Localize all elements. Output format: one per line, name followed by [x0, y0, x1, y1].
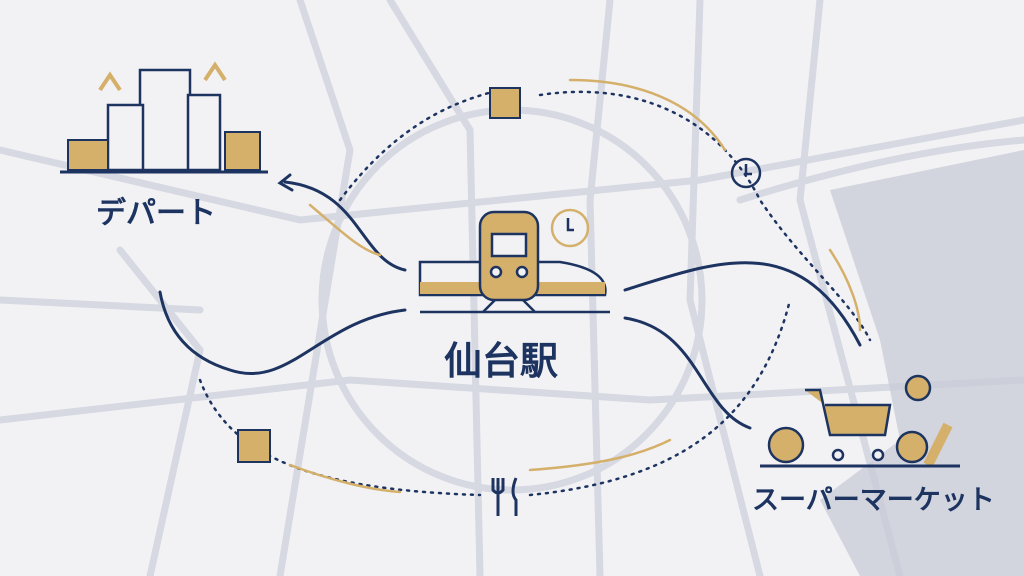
industrial-blocks	[820, 150, 1024, 576]
department-store-label: デパート	[96, 196, 216, 231]
cutlery-icon	[491, 477, 518, 516]
routes	[158, 78, 872, 497]
supermarket-label: スーパーマーケット	[752, 485, 995, 516]
department-store-icon	[60, 61, 268, 174]
clock-icon	[550, 157, 762, 248]
station-label: 仙台駅	[444, 339, 559, 383]
train-icon	[418, 210, 610, 314]
grocery-cart-icon	[760, 374, 960, 468]
shopping-bag-icon	[237, 87, 521, 463]
